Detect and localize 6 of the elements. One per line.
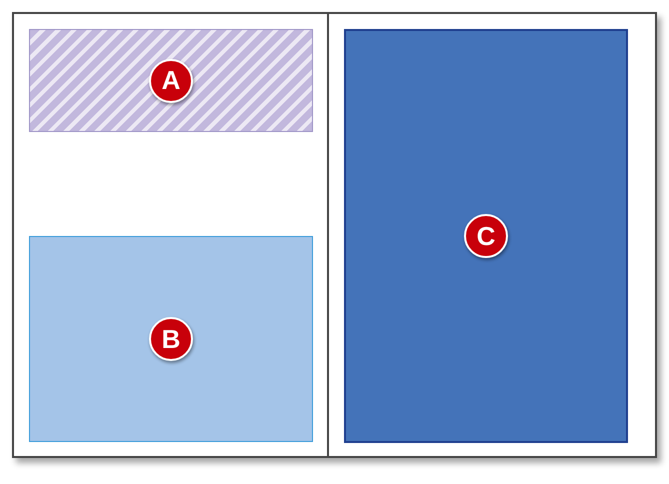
area-rectangle — [344, 29, 628, 443]
hatched-area — [29, 29, 313, 132]
area-rectangle — [29, 236, 313, 442]
callout-letter: C — [464, 214, 508, 258]
callout-letter: A — [149, 58, 193, 102]
callout-letter: B — [149, 317, 193, 361]
